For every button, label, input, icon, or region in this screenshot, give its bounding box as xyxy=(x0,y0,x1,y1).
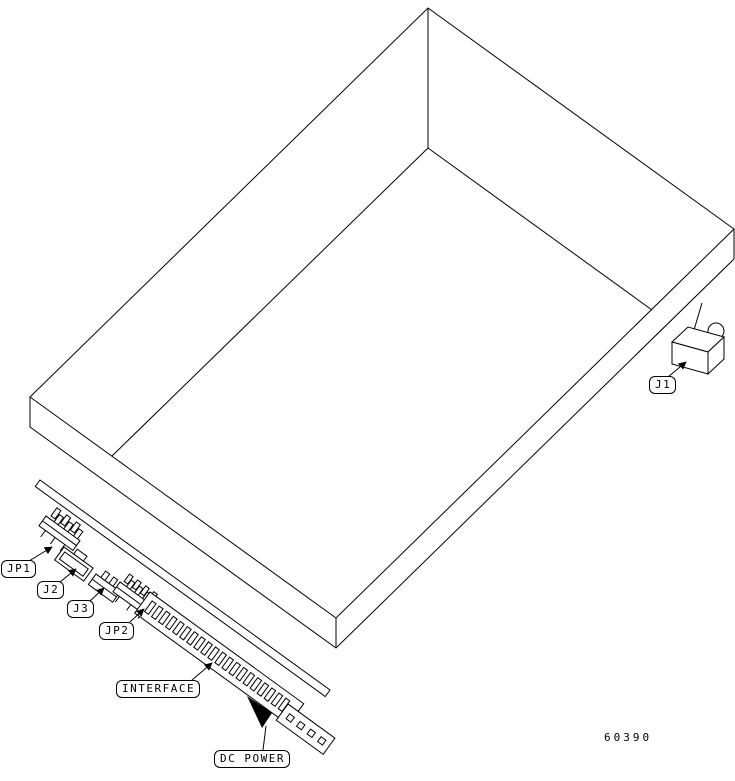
j1-side-face xyxy=(707,335,725,376)
chassis-outline xyxy=(29,7,735,649)
jp1-pins xyxy=(50,507,62,520)
interface-connector xyxy=(134,591,305,726)
jp2-pins xyxy=(123,573,134,585)
j1-connector xyxy=(671,302,725,376)
j2-cavity xyxy=(58,551,89,577)
jp1-legs xyxy=(40,530,66,552)
dc-power-arrow xyxy=(247,696,272,728)
j3-leader-line xyxy=(89,587,105,602)
chassis-interior-floor-left xyxy=(111,147,429,457)
pcb-edge xyxy=(34,479,331,698)
callout-interface: INTERFACE xyxy=(116,680,201,698)
chassis-top-rim xyxy=(29,7,735,619)
interface-leader-line xyxy=(191,662,213,681)
callout-jp1: JP1 xyxy=(1,560,37,578)
jp1-leader-line xyxy=(28,546,53,562)
leader-lines xyxy=(28,361,687,751)
j2-leader-line xyxy=(59,568,77,583)
callout-dc-power: DC POWER xyxy=(214,750,290,768)
j2-connector xyxy=(53,546,94,582)
j1-leader-line xyxy=(667,361,687,378)
figure-number: 60390 xyxy=(604,731,653,744)
callout-j1: J1 xyxy=(649,376,677,394)
dc-power-connector xyxy=(275,703,336,755)
jp2-leader-line xyxy=(129,608,145,623)
dc-power-pins xyxy=(285,713,327,746)
callout-j3: J3 xyxy=(67,600,95,618)
callout-jp2: JP2 xyxy=(99,622,135,640)
callout-j2: J2 xyxy=(37,581,65,599)
chassis-interior-floor-right xyxy=(427,147,653,311)
dc-power-leader-line xyxy=(262,725,267,751)
dc-power-body xyxy=(275,703,336,755)
interface-contact-fingers xyxy=(143,600,291,713)
jp1-connector xyxy=(38,507,84,552)
j1-stem xyxy=(693,302,703,331)
